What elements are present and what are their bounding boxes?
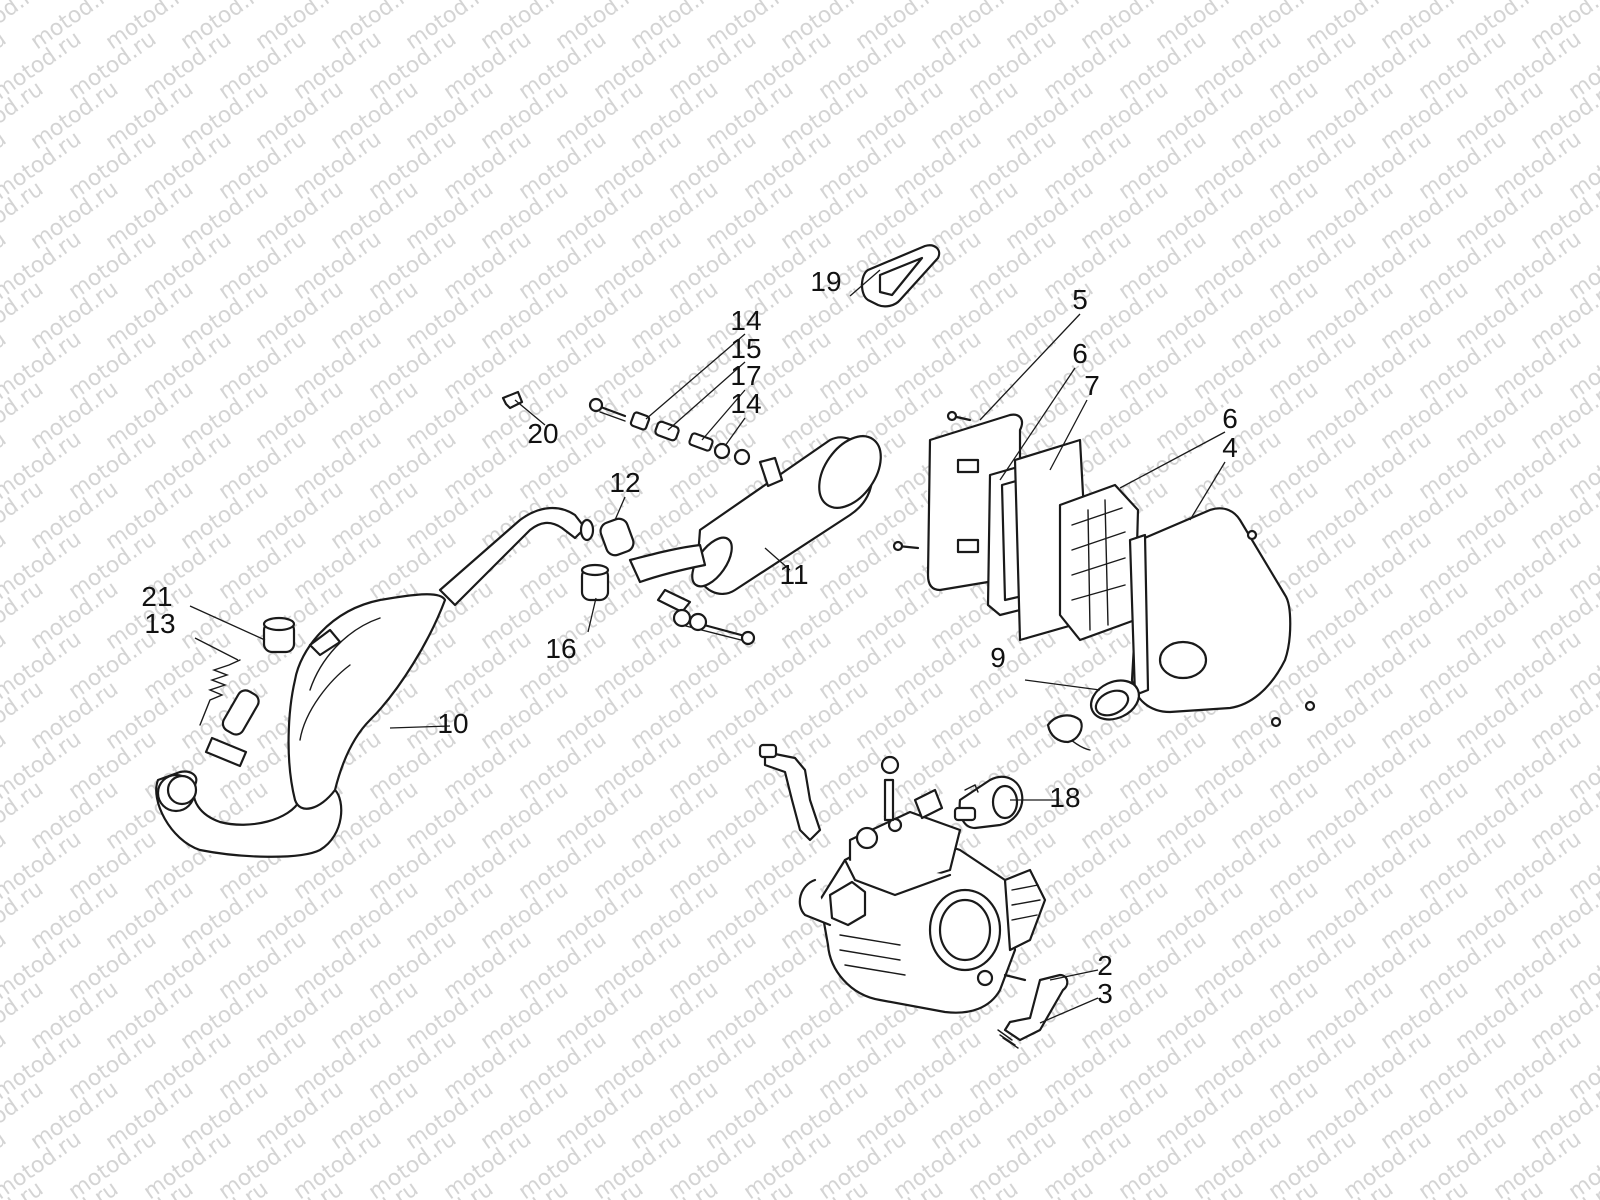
callout-number: 6 — [1072, 338, 1088, 369]
callout-leader-line — [701, 389, 746, 441]
callout-number: 14 — [730, 388, 761, 419]
callout-number: 11 — [779, 559, 808, 590]
callout-leader-line — [1119, 431, 1226, 489]
callout-number: 2 — [1097, 950, 1113, 981]
callout-number: 10 — [437, 708, 468, 739]
callout-leader-line — [1024, 679, 1101, 691]
carburetor — [953, 775, 1024, 830]
callout-leader-line — [645, 333, 746, 420]
airbox-screws — [892, 410, 972, 552]
silencer — [628, 435, 882, 614]
callout-leader-line — [979, 313, 1081, 421]
callout-number: 21 — [141, 581, 172, 612]
airbox-housing — [1128, 507, 1316, 728]
gear-lever — [758, 743, 822, 842]
callout-leader-line — [1189, 461, 1226, 521]
callout-number: 15 — [730, 333, 761, 364]
callout-number: 20 — [527, 418, 558, 449]
intake-rubber — [1046, 679, 1141, 751]
callout-leader-line — [189, 605, 266, 641]
callout-number: 18 — [1049, 782, 1080, 813]
callout-number: 7 — [1084, 370, 1100, 401]
callout-number: 6 — [1222, 403, 1238, 434]
callout-leader-line — [1049, 969, 1099, 981]
callout-number: 5 — [1072, 284, 1088, 315]
callout-leader-line — [587, 597, 597, 633]
callout-number: 13 — [144, 608, 175, 639]
callout-leader-line — [724, 417, 746, 447]
seal-ring — [860, 244, 941, 308]
callout-leader-line — [194, 637, 239, 661]
callout-leader-line — [1039, 997, 1099, 1024]
engine-block — [798, 755, 1047, 1014]
callout-number: 14 — [730, 305, 761, 336]
mounting-bolt-set — [588, 397, 751, 466]
callout-leader-line — [1049, 399, 1088, 471]
callout-leader-line — [999, 367, 1076, 481]
callout-leader-line — [667, 361, 746, 431]
callout-number: 19 — [810, 266, 841, 297]
callout-number: 12 — [609, 467, 640, 498]
kick-starter — [997, 973, 1069, 1049]
spring — [199, 659, 241, 726]
callout-number: 16 — [545, 633, 576, 664]
exhaust-pipe — [155, 507, 587, 858]
filter-grid — [1058, 483, 1140, 642]
callout-number: 3 — [1097, 978, 1113, 1009]
callout-leader-line — [389, 725, 451, 729]
callout-leader-line — [614, 496, 626, 521]
rubber-sleeve — [579, 517, 635, 557]
callout-leader-line — [849, 269, 881, 297]
clip-part — [501, 390, 524, 410]
rubber-damper — [262, 616, 296, 654]
callout-leader-line — [764, 547, 791, 571]
callout-number: 17 — [730, 360, 761, 391]
rubber-mount — [580, 563, 756, 646]
callout-number: 4 — [1222, 432, 1238, 463]
callout-number: 9 — [990, 642, 1006, 673]
callout-leader-line — [514, 399, 546, 426]
